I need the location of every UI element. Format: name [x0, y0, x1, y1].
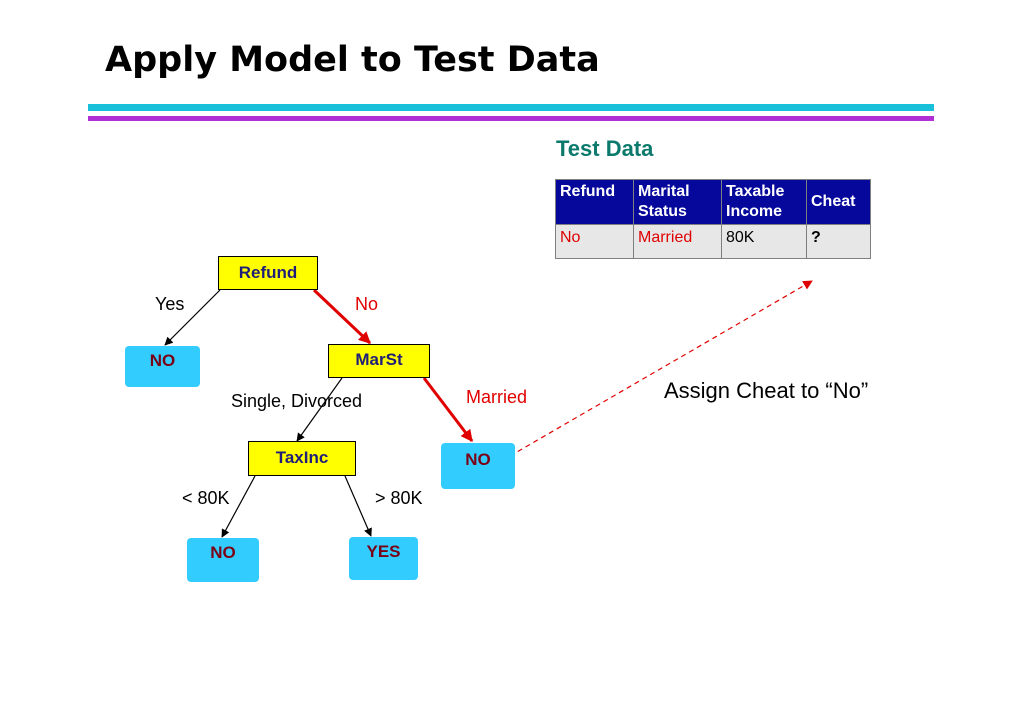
leaf-refund-yes-no: NO — [125, 346, 200, 387]
leaf-high-income-label: YES — [366, 542, 401, 561]
edge-label-single-divorced: Single, Divorced — [231, 391, 363, 411]
leaf-low-income-label: NO — [210, 543, 236, 562]
table-row: No Married 80K ? — [555, 224, 871, 259]
edge-label-married: Married — [466, 387, 528, 407]
cell-refund: No — [555, 224, 634, 259]
edge-taxinc-high — [344, 475, 372, 537]
assign-cheat-annotation: Assign Cheat to “No” — [664, 378, 869, 403]
leaf-high-income-yes: YES — [349, 537, 418, 580]
cell-cheat: ? — [806, 224, 871, 259]
leaf-refund-yes-label: NO — [149, 351, 176, 370]
leaf-married-no: NO — [441, 443, 515, 489]
edge-marst-married — [422, 377, 474, 442]
edge-label-no: No — [355, 294, 379, 314]
leaf-low-income-no: NO — [187, 538, 259, 582]
header-refund: Refund — [555, 179, 634, 225]
node-marst: MarSt — [328, 344, 430, 378]
node-refund-label: Refund — [238, 263, 298, 282]
edge-label-gt-80k: > 80K — [375, 488, 423, 508]
header-taxable-line2: Income — [726, 203, 783, 220]
header-refund-label: Refund — [560, 183, 616, 200]
header-cheat: Cheat — [806, 179, 871, 225]
title-rule-cyan — [88, 104, 934, 111]
header-marital-line2: Status — [638, 203, 687, 220]
node-marst-label: MarSt — [355, 350, 403, 369]
edge-label-lt-80k: < 80K — [182, 488, 230, 508]
edge-label-yes: Yes — [155, 294, 185, 314]
header-taxable-line1: Taxable — [726, 183, 785, 200]
header-cheat-label: Cheat — [811, 193, 856, 210]
title-rule-magenta — [88, 116, 934, 121]
test-data-heading: Test Data — [556, 136, 654, 161]
cell-marital: Married — [633, 224, 722, 259]
cell-taxable: 80K — [721, 224, 807, 259]
node-refund: Refund — [218, 256, 318, 290]
assign-dashed-arrow — [509, 280, 813, 457]
node-taxinc: TaxInc — [248, 441, 356, 476]
header-marital-line1: Marital — [638, 183, 690, 200]
slide-title: Apply Model to Test Data — [105, 40, 600, 80]
leaf-married-label: NO — [465, 450, 491, 469]
node-taxinc-label: TaxInc — [275, 448, 329, 467]
